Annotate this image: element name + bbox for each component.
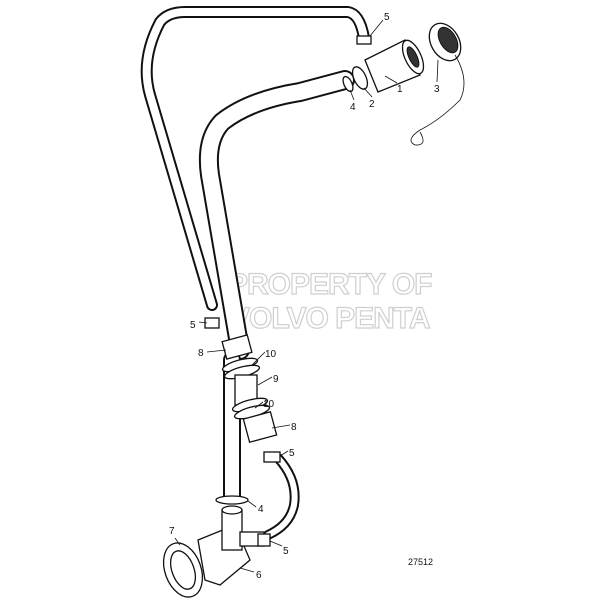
drawing-number: 27512 — [408, 557, 433, 567]
hose-clamp — [204, 317, 220, 329]
callout-6: 6 — [256, 570, 262, 581]
callout-9: 9 — [273, 374, 279, 385]
filler-neck — [342, 39, 425, 93]
hose-ring — [215, 495, 249, 505]
leader-lines — [174, 19, 439, 573]
filler-cap — [410, 22, 465, 146]
hose-connector-assembly — [221, 334, 278, 444]
callout-3: 3 — [434, 84, 440, 95]
callout-2: 2 — [369, 99, 375, 110]
watermark-line2: VOLVO PENTA — [230, 302, 430, 335]
filler-hose — [198, 70, 355, 360]
watermark-line1: PROPERTY OF — [228, 268, 432, 301]
hose-clamp — [257, 533, 271, 547]
callout-1: 1 — [397, 84, 403, 95]
callout-10: 10 — [265, 349, 277, 360]
callout-10: 10 — [263, 399, 275, 410]
callout-5: 5 — [289, 448, 295, 459]
return-hose — [263, 453, 300, 540]
callout-4: 4 — [350, 102, 356, 113]
fuel-outlet-fitting — [162, 505, 265, 598]
callout-5: 5 — [283, 546, 289, 557]
callout-8: 8 — [198, 348, 204, 359]
callout-4: 4 — [258, 504, 264, 515]
callout-5: 5 — [190, 320, 196, 331]
callout-8: 8 — [291, 422, 297, 433]
callout-7: 7 — [169, 526, 175, 537]
callout-5: 5 — [384, 12, 390, 23]
vent-hose — [140, 6, 370, 311]
hose-clamp — [263, 451, 281, 463]
hose-clamp — [356, 35, 372, 45]
